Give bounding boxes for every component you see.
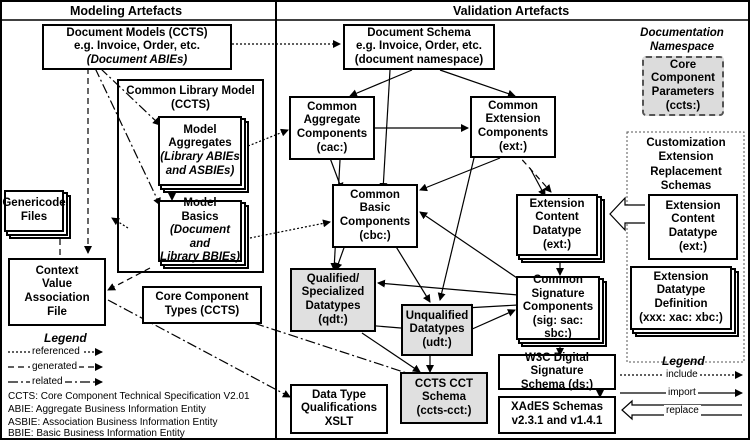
extension-datatype-definition-box: Extension Datatype Definition (xxx: xac:…: [630, 266, 732, 330]
model-basics-line2: (Document and Library BBIEs): [160, 224, 240, 264]
legend-import: import: [666, 387, 698, 400]
model-basics-line1: Model Basics: [181, 197, 219, 223]
documentation-namespace-label: Documentation Namespace: [640, 27, 724, 54]
common-aggregate-box: Common Aggregate Components (cac:): [289, 96, 375, 160]
legend-generated: generated: [30, 361, 80, 374]
common-library-title: Common Library Model (CCTS): [126, 85, 255, 112]
validation-header: Validation Artefacts: [453, 4, 570, 18]
xades-box: XAdES Schemas v2.3.1 and v1.4.1: [498, 396, 616, 434]
w3c-signature-box: W3C Digital Signature Schema (ds:): [498, 352, 616, 391]
customization-label: Customization Extension Replacement Sche…: [646, 137, 726, 193]
model-aggregates-box: Model Aggregates (Library ABIEs and ASBI…: [158, 116, 242, 186]
document-models-line2: e.g. Invoice, Order, etc.: [74, 40, 200, 53]
customization-frame: [626, 131, 745, 363]
document-models-line1: Document Models (CCTS): [66, 26, 208, 39]
core-component-parameters-box: Core Component Parameters (ccts:): [642, 56, 724, 116]
extension-content-datatype-box: Extension Content Datatype (ext:): [516, 194, 598, 256]
related-arrows: [94, 67, 423, 398]
common-signature-box: Common Signature Components (sig: sac: s…: [516, 274, 600, 340]
model-aggregates-line1: Model Aggregates: [168, 123, 232, 150]
document-models-line3: (Document ABIEs): [86, 53, 188, 66]
document-schema-box: Document Schema e.g. Invoice, Order, etc…: [343, 24, 495, 70]
common-library-frame: [117, 79, 264, 273]
referenced-arrows: [111, 40, 341, 239]
model-basics-box: Model Basics (Document and Library BBIEs…: [158, 197, 242, 264]
genericode-files-box: Genericode Files: [2, 190, 66, 232]
common-basic-box: Common Basic Components (cbc:): [332, 184, 418, 248]
legend-right-title: Legend: [662, 354, 705, 368]
qualified-datatypes-box: Qualified/ Specialized Datatypes (qdt:): [290, 268, 376, 332]
context-value-association-box: Context Value Association File: [8, 258, 106, 326]
ccts-cct-box: CCTS CCT Schema (ccts-cct:): [400, 372, 488, 424]
legend-left-title: Legend: [44, 331, 87, 345]
common-extension-box: Common Extension Components (ext:): [470, 96, 556, 158]
modeling-header: Modeling Artefacts: [70, 4, 183, 18]
core-component-types-box: Core Component Types (CCTS): [142, 286, 262, 324]
replace-arrow: [609, 196, 645, 232]
legend-replace: replace: [664, 405, 701, 418]
abbrev-asbie: ASBIE: Association Business Information …: [8, 417, 218, 428]
abbrev-bbie: BBIE: Basic Business Information Entity: [8, 428, 185, 439]
document-models-box: Document Models (CCTS) e.g. Invoice, Ord…: [42, 24, 232, 70]
abbrev-ccts: CCTS: Core Component Technical Specifica…: [8, 391, 250, 402]
legend-referenced: referenced: [30, 346, 82, 359]
extension-content-datatype-replacement-box: Extension Content Datatype (ext:): [648, 194, 738, 260]
data-type-qualifications-box: Data Type Qualifications XSLT: [290, 384, 388, 434]
abbrev-abie: ABIE: Aggregate Business Information Ent…: [8, 404, 206, 415]
legend-related: related: [30, 376, 65, 389]
legend-include: include: [664, 369, 700, 382]
model-aggregates-line2: (Library ABIEs and ASBIEs): [160, 151, 240, 177]
unqualified-datatypes-box: Unqualified Datatypes (udt:): [401, 304, 473, 356]
